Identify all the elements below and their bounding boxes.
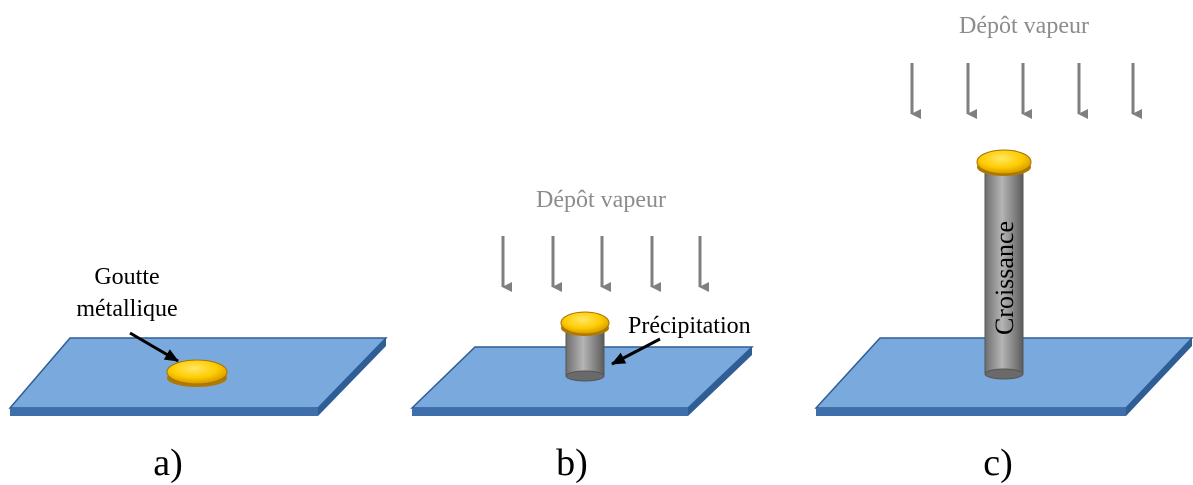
droplet-b bbox=[560, 311, 610, 336]
nanowire-stub-b bbox=[565, 329, 605, 382]
vapor-label-c: Dépôt vapeur bbox=[959, 13, 1089, 39]
substrate-b bbox=[410, 346, 754, 416]
caption-a: a) bbox=[153, 442, 183, 484]
precipitation-pointer-arrow bbox=[611, 337, 661, 366]
vapor-label-b: Dépôt vapeur bbox=[536, 187, 666, 213]
droplet-label-line1: Goutte bbox=[94, 264, 159, 290]
vapor-arrows-b bbox=[501, 236, 709, 292]
droplet-a bbox=[166, 359, 228, 387]
panel-b: Dépôt vapeur Précipitation b) bbox=[410, 187, 754, 484]
droplet-c bbox=[976, 149, 1032, 176]
growth-label: Croissance bbox=[990, 221, 1019, 335]
panel-c: Croissance Dépôt vapeur c) bbox=[814, 13, 1193, 484]
panel-a: Goutte métallique a) bbox=[8, 264, 388, 484]
precipitation-label: Précipitation bbox=[628, 313, 751, 339]
nanowire-c bbox=[984, 165, 1024, 380]
caption-c: c) bbox=[983, 442, 1013, 484]
droplet-label-line2: métallique bbox=[76, 296, 177, 322]
caption-b: b) bbox=[556, 442, 588, 484]
vapor-arrows-c bbox=[910, 63, 1142, 119]
droplet-pointer-arrow bbox=[129, 331, 179, 363]
